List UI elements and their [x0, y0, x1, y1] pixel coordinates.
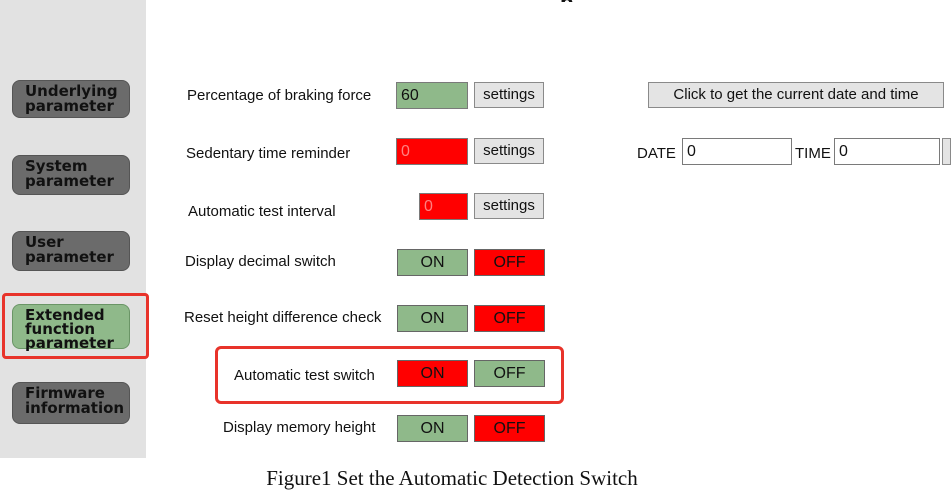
- memory-height-label: Display memory height: [223, 419, 376, 436]
- auto-test-highlight-box: [215, 346, 564, 404]
- memory-height-off-button[interactable]: OFF: [474, 415, 545, 442]
- decimal-on-button[interactable]: ON: [397, 249, 468, 276]
- get-datetime-button[interactable]: Click to get the current date and time: [648, 82, 944, 108]
- date-label: DATE: [637, 145, 676, 162]
- auto-test-on-button[interactable]: ON: [397, 360, 468, 387]
- memory-height-on-button[interactable]: ON: [397, 415, 468, 442]
- page-title-fragment: p: [560, 0, 580, 2]
- sidebar-highlight-box: [2, 293, 149, 359]
- sidebar-item-firmware-information[interactable]: Firmware information: [12, 382, 130, 424]
- sidebar-item-label: parameter: [25, 172, 114, 190]
- braking-force-label: Percentage of braking force: [187, 87, 372, 104]
- reset-height-check-label: Reset height difference check: [184, 309, 382, 326]
- sedentary-reminder-label: Sedentary time reminder: [186, 145, 351, 162]
- sidebar-item-label: Extended: [25, 306, 105, 324]
- sidebar-item-label: System: [25, 157, 88, 175]
- time-label: TIME: [795, 145, 831, 162]
- sidebar-item-extended-function-parameter[interactable]: Extended function parameter: [12, 304, 130, 352]
- auto-test-interval-label: Automatic test interval: [188, 203, 336, 220]
- reset-height-off-button[interactable]: OFF: [474, 305, 545, 332]
- sidebar-item-label: parameter: [25, 97, 114, 115]
- braking-force-settings-button[interactable]: settings: [474, 82, 544, 108]
- sidebar-item-underlying-parameter[interactable]: Underlying parameter: [12, 80, 130, 118]
- figure-caption: Figure1 Set the Automatic Detection Swit…: [266, 466, 638, 490]
- auto-test-interval-value[interactable]: 0: [419, 193, 468, 220]
- braking-force-value[interactable]: 60: [396, 82, 468, 109]
- sidebar: Underlying parameter System parameter Us…: [0, 0, 146, 458]
- sidebar-item-label: parameter: [25, 248, 114, 266]
- datetime-set-button-edge[interactable]: [942, 138, 951, 165]
- sedentary-reminder-settings-button[interactable]: settings: [474, 138, 544, 164]
- time-field[interactable]: 0: [834, 138, 940, 165]
- decimal-off-button[interactable]: OFF: [474, 249, 545, 276]
- sidebar-item-label: User: [25, 233, 64, 251]
- sidebar-item-label: parameter: [25, 334, 114, 352]
- reset-height-on-button[interactable]: ON: [397, 305, 468, 332]
- auto-test-interval-settings-button[interactable]: settings: [474, 193, 544, 219]
- sidebar-item-user-parameter[interactable]: User parameter: [12, 231, 130, 271]
- sidebar-item-label: Firmware: [25, 384, 105, 402]
- decimal-switch-label: Display decimal switch: [185, 253, 336, 270]
- sidebar-item-system-parameter[interactable]: System parameter: [12, 155, 130, 195]
- sidebar-item-label: Underlying: [25, 82, 118, 100]
- date-field[interactable]: 0: [682, 138, 792, 165]
- sedentary-reminder-value[interactable]: 0: [396, 138, 468, 165]
- auto-test-off-button[interactable]: OFF: [474, 360, 545, 387]
- auto-test-switch-label: Automatic test switch: [234, 367, 375, 384]
- sidebar-item-label: information: [25, 399, 125, 417]
- sidebar-item-label: function: [25, 320, 96, 338]
